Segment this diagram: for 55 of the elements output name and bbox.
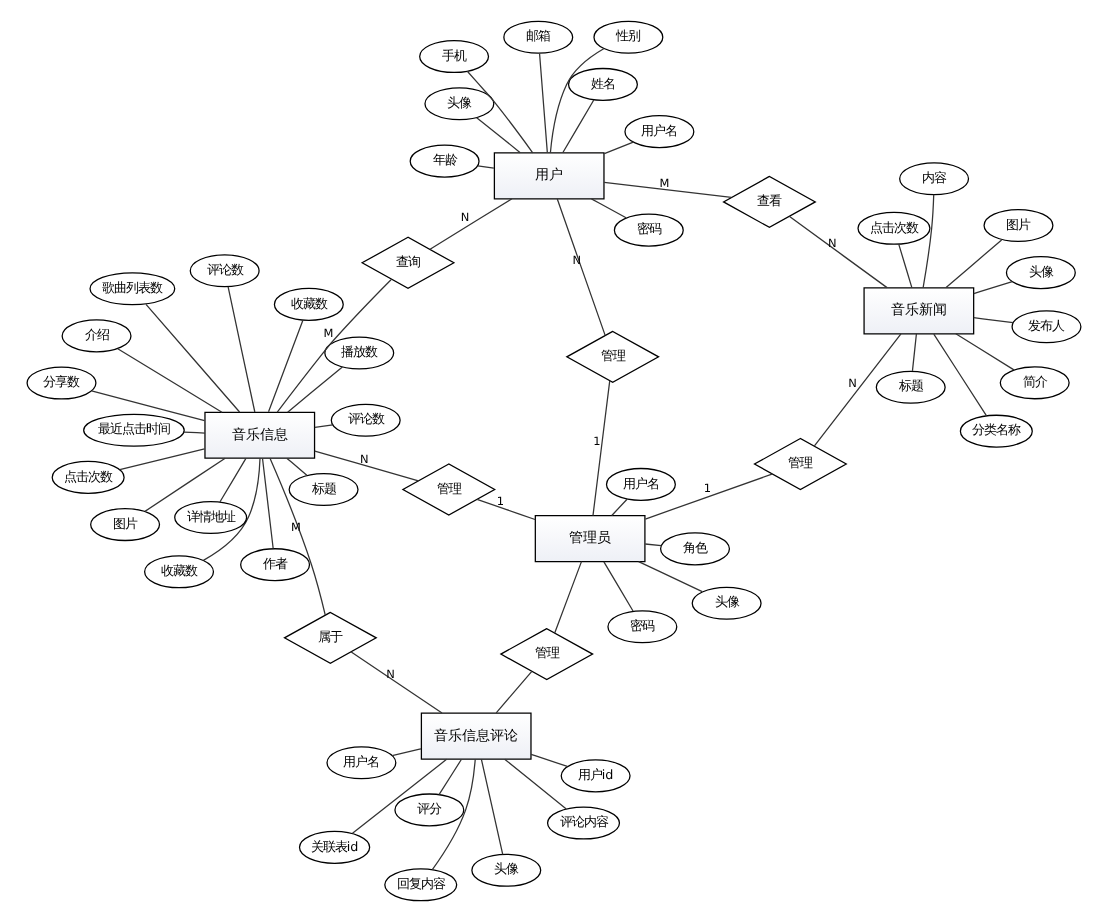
connector <box>438 758 462 796</box>
connector <box>911 333 918 372</box>
connector <box>286 457 308 476</box>
connector <box>117 348 223 413</box>
connector <box>391 748 422 757</box>
connector <box>898 243 913 289</box>
connector <box>476 498 536 521</box>
connector <box>973 317 1014 324</box>
connector <box>788 215 888 289</box>
connector <box>429 198 513 250</box>
connector <box>603 141 634 155</box>
connector <box>973 280 1013 295</box>
connector <box>530 753 568 768</box>
connector <box>219 457 247 503</box>
connector <box>504 758 567 810</box>
connector <box>351 758 448 834</box>
connector <box>590 198 627 219</box>
connector <box>202 457 261 562</box>
connector <box>287 366 343 413</box>
connector <box>945 239 1003 289</box>
connector <box>119 448 206 471</box>
connector <box>476 117 521 154</box>
connector <box>933 333 987 417</box>
connector <box>495 671 533 714</box>
connector <box>644 543 662 547</box>
connector <box>477 165 495 169</box>
connector <box>314 424 334 429</box>
connector <box>562 99 595 154</box>
connector <box>267 319 304 413</box>
connector <box>90 390 206 422</box>
connector <box>144 457 226 512</box>
connector <box>480 758 504 855</box>
connector <box>183 431 206 434</box>
connector <box>314 450 420 482</box>
connector <box>276 279 392 413</box>
connector <box>556 198 606 336</box>
connector <box>592 380 611 517</box>
connector <box>611 498 628 517</box>
connector <box>549 48 605 154</box>
connector <box>350 651 443 714</box>
connector <box>269 457 326 616</box>
connector <box>644 473 773 520</box>
connector <box>955 333 1015 371</box>
connector <box>538 52 548 153</box>
connector <box>603 181 732 199</box>
connector <box>145 303 241 413</box>
connector <box>227 286 256 413</box>
connector <box>813 333 902 447</box>
connector <box>922 194 935 289</box>
connector <box>431 758 476 871</box>
connector <box>261 457 274 549</box>
connector <box>603 561 634 612</box>
connector <box>554 561 583 634</box>
connector <box>466 70 534 154</box>
connector <box>638 560 703 593</box>
